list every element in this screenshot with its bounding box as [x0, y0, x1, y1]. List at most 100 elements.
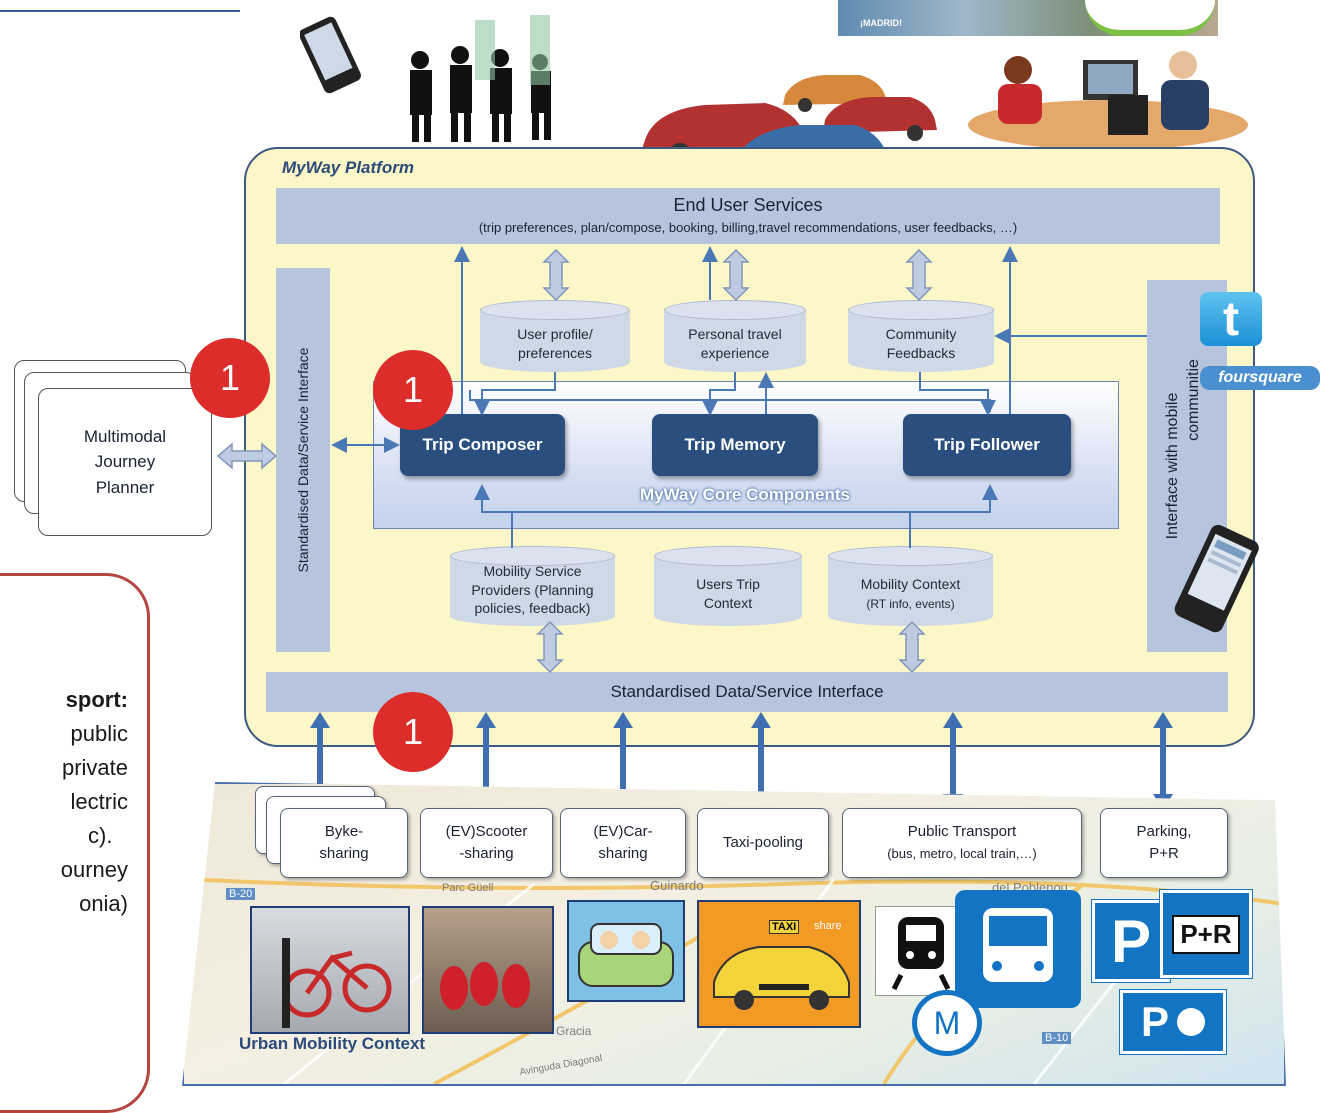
- bottom-interface-label: Standardised Data/Service Interface: [610, 682, 884, 701]
- map-label: Gracia: [556, 1024, 592, 1038]
- service-line1: (EV)Car-: [593, 823, 653, 841]
- taxi-sign: TAXI: [769, 920, 800, 934]
- parking-sign: P: [1091, 899, 1171, 983]
- user-profile-line2: preferences: [518, 345, 592, 361]
- end-user-services-title: End User Services: [673, 195, 823, 215]
- marker-badge: 1: [190, 338, 270, 418]
- park-transit-sign: P: [1119, 989, 1227, 1055]
- scooter-icon: [440, 962, 530, 1010]
- marker-label: 1: [402, 711, 424, 752]
- trip-memory: Trip Memory: [652, 414, 818, 476]
- msp-line3: policies, feedback): [474, 600, 591, 617]
- service-line1: Taxi-pooling: [722, 834, 804, 852]
- service-line2: (bus, metro, local train,…): [887, 846, 1037, 861]
- mobility-context-store: Mobility Context (RT info, events): [828, 546, 993, 626]
- map-label: Parc Güell: [442, 882, 494, 894]
- bike-icon: [282, 938, 392, 1028]
- left-info-line: onia): [79, 891, 128, 916]
- office-illustration: [968, 51, 1248, 150]
- trip-follower-label: Trip Follower: [934, 435, 1040, 454]
- mc-line1: Mobility Context: [860, 576, 961, 593]
- left-info-box: [0, 573, 150, 1113]
- service-line2: P+R: [1149, 845, 1179, 862]
- trip-composer-label: Trip Composer: [422, 435, 543, 454]
- madrid-label: ¡MADRID!: [860, 18, 902, 28]
- road-badge: B-20: [226, 888, 256, 900]
- train-icon: [875, 906, 967, 996]
- park-ride-sign-label: P+R: [1172, 914, 1240, 954]
- service-scooter-sharing: (EV)Scooter -sharing: [420, 808, 553, 878]
- service-car-sharing: (EV)Car-sharing: [560, 808, 686, 878]
- service-line1: Byke-: [324, 823, 364, 841]
- taxi-icon: [713, 946, 850, 1010]
- mobile-phone-illustration: [1174, 524, 1259, 633]
- service-bike-sharing: Byke-sharing: [280, 808, 408, 878]
- marker-badge: 1: [373, 350, 453, 430]
- service-line2: sharing: [598, 845, 648, 862]
- scooter-photo: [422, 906, 554, 1034]
- service-line1: Public Transport: [907, 823, 1017, 841]
- personal-travel-store: Personal travel experience: [664, 300, 806, 372]
- metro-label: M: [933, 1004, 961, 1041]
- platform-title: MyWay Platform: [282, 158, 414, 177]
- end-user-services-bar: End User Services (trip preferences, pla…: [276, 188, 1220, 244]
- bike-photo: [250, 906, 410, 1034]
- foursquare-label: foursquare: [1218, 369, 1302, 386]
- service-taxi-pooling: Taxi-pooling: [697, 808, 829, 878]
- community-line2: Feedbacks: [886, 345, 956, 361]
- msp-line1: Mobility Service: [483, 562, 582, 579]
- marker-label: 1: [402, 369, 424, 410]
- left-info-line: ourney: [60, 857, 128, 882]
- urban-title: Urban Mobility Context: [239, 1034, 426, 1053]
- left-info-line: c).: [88, 823, 113, 848]
- left-interface-bar: Standardised Data/Service Interface: [276, 268, 330, 652]
- marker-badge: 1: [373, 692, 453, 772]
- parking-sign-label: P: [1110, 907, 1152, 975]
- left-interface-label: Standardised Data/Service Interface: [295, 347, 311, 573]
- bus-icon: [955, 890, 1081, 1008]
- utc-line2: Context: [703, 595, 753, 611]
- carsharing-photo: [567, 900, 685, 1002]
- end-user-services-subtitle: (trip preferences, plan/compose, booking…: [478, 220, 1018, 235]
- trip-follower: Trip Follower: [903, 414, 1071, 476]
- left-info-text: sport: public private lectric c). ourney…: [0, 683, 128, 921]
- personal-travel-line1: Personal travel: [688, 326, 782, 343]
- trip-memory-label: Trip Memory: [684, 435, 786, 454]
- taxi-share-label: share: [814, 920, 842, 932]
- map-label: Guinardo: [650, 878, 704, 893]
- community-line1: Community: [885, 326, 957, 343]
- user-profile-line1: User profile/: [517, 326, 593, 343]
- journey-planner-line1: Multimodal: [83, 426, 167, 446]
- left-info-line: lectric: [70, 789, 128, 814]
- road-badge: B-10: [1042, 1032, 1072, 1044]
- taxi-photo: TAXI share: [697, 900, 861, 1028]
- left-info-line: private: [61, 755, 128, 780]
- journey-planner-line3: Planner: [95, 477, 155, 497]
- left-info-heading: sport:: [65, 687, 128, 712]
- park-ride-sign: P+R: [1159, 889, 1253, 979]
- msp-line2: Providers (Planning: [471, 581, 594, 598]
- trip-composer: Trip Composer: [400, 414, 565, 476]
- service-line2: -sharing: [459, 845, 514, 862]
- core-components-label: MyWay Core Components: [639, 485, 850, 504]
- service-line2: sharing: [319, 845, 369, 862]
- user-profile-store: User profile/preferences: [480, 300, 630, 372]
- left-info-line: public: [70, 721, 128, 746]
- car-icon: [578, 923, 674, 987]
- journey-planner-line2: Journey: [94, 452, 156, 472]
- commuters-illustration: [300, 15, 551, 142]
- service-line1: Parking,: [1136, 823, 1192, 841]
- metro-icon: M: [912, 990, 982, 1056]
- personal-travel-line2: experience: [700, 345, 770, 361]
- twitter-icon: t: [1200, 292, 1262, 346]
- service-parking: Parking, P+R: [1100, 808, 1228, 878]
- transit-circle-icon: [1177, 1008, 1205, 1036]
- header-line: [0, 10, 240, 12]
- mc-line2: (RT info, events): [866, 597, 955, 611]
- service-public-transport: Public Transport (bus, metro, local train…: [842, 808, 1082, 878]
- service-line1: (EV)Scooter: [445, 823, 528, 841]
- marker-label: 1: [219, 357, 241, 398]
